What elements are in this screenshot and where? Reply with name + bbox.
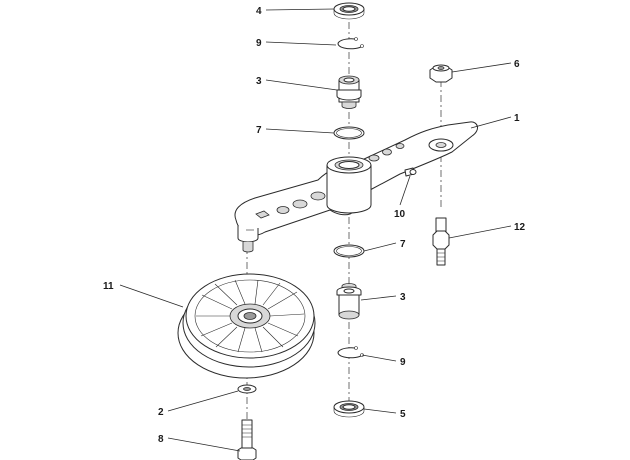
callout-9-top: 9 — [256, 38, 262, 49]
callout-3-top: 3 — [256, 76, 262, 87]
callout-7-top: 7 — [256, 125, 262, 136]
idler-pulley — [177, 273, 316, 379]
callout-4: 4 — [256, 6, 262, 17]
grease-fitting — [404, 167, 417, 177]
o-ring-top — [333, 126, 365, 140]
callout-10: 10 — [394, 209, 406, 220]
callout-11: 11 — [103, 281, 114, 292]
callout-2: 2 — [158, 407, 164, 418]
hex-nut — [429, 64, 453, 83]
callout-8: 8 — [158, 434, 164, 445]
idler-arm — [234, 121, 478, 253]
seal-top — [333, 2, 365, 20]
callout-5: 5 — [400, 409, 406, 420]
bearing-bottom — [336, 283, 362, 320]
callout-12: 12 — [514, 222, 526, 233]
washer — [237, 384, 257, 394]
callout-3-bottom: 3 — [400, 292, 406, 303]
bearing-top — [336, 75, 362, 109]
hex-bolt — [237, 419, 257, 460]
callout-7-bottom: 7 — [400, 239, 406, 250]
o-ring-bottom — [333, 244, 365, 258]
callout-9-bottom: 9 — [400, 357, 406, 368]
retaining-ring-top — [337, 37, 364, 50]
retaining-ring-bottom — [337, 346, 364, 359]
callout-1: 1 — [514, 113, 520, 124]
seal-bottom — [333, 400, 365, 418]
stud-bolt — [432, 217, 450, 266]
leader-lines — [119, 8, 512, 452]
callout-6: 6 — [514, 59, 520, 70]
callout-labels: 4 9 3 7 6 1 10 12 7 3 9 5 11 2 8 — [103, 6, 526, 445]
